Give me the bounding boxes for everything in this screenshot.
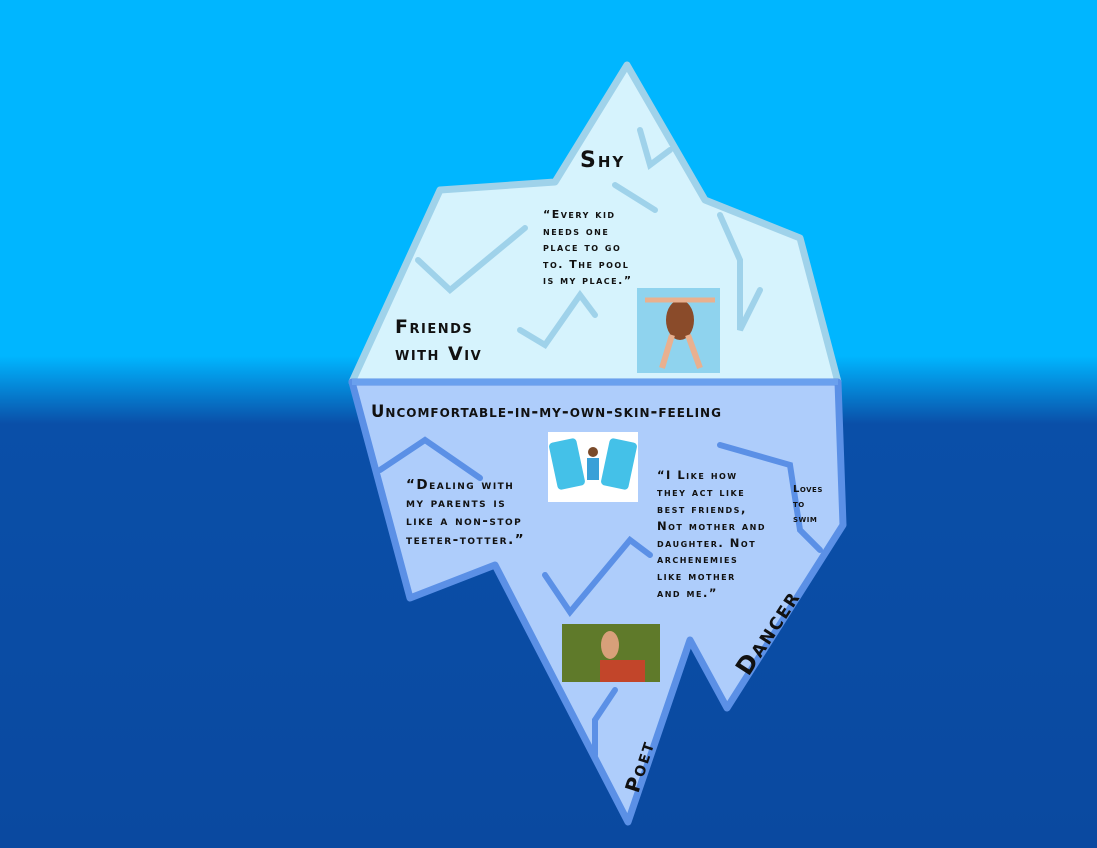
friends-quote: “I Like how they act like best friends, …	[657, 468, 766, 601]
friends-with-viv-label: Friends with Viv	[395, 316, 483, 365]
phone-friends-illustration	[548, 432, 638, 502]
iceberg-bottom	[348, 378, 847, 826]
parents-quote: “Dealing with my parents is like a non-s…	[406, 477, 526, 548]
top-cracks	[415, 127, 763, 350]
pool-quote: “Every kid needs one place to go to. The…	[543, 208, 633, 287]
pool-swimmer-image	[637, 288, 720, 373]
bottom-cracks	[377, 436, 823, 758]
shy-label: Shy	[580, 148, 626, 173]
dancer-photo	[562, 624, 660, 682]
uncomfortable-label: Uncomfortable-in-my-own-skin-feeling	[371, 402, 722, 421]
loves-to-swim-label: Loves to swim	[793, 484, 823, 525]
